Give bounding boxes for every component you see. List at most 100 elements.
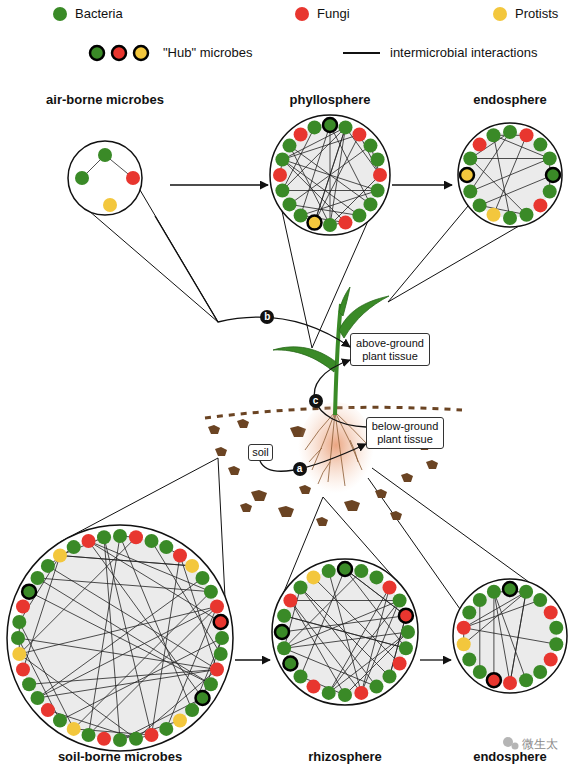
watermark-dot — [503, 737, 513, 747]
interaction-line — [38, 607, 218, 699]
community-disc — [280, 125, 380, 225]
tissue-box: above-ground plant tissue — [350, 333, 430, 366]
interaction-line — [23, 556, 60, 670]
microbe-dot — [457, 637, 471, 651]
microbe-dot — [352, 209, 366, 223]
community-circle: air-borne microbes — [40, 92, 170, 216]
microbe-dot — [503, 211, 517, 225]
soil-particle — [375, 489, 387, 498]
leaf — [339, 287, 350, 316]
soil-particle — [240, 503, 252, 512]
interaction-line — [361, 601, 399, 693]
community-title: soil-borne microbes — [0, 749, 255, 765]
microbe-dot — [322, 564, 336, 578]
interaction-line — [345, 569, 406, 648]
microbe-dot — [16, 600, 30, 614]
hub-dot — [90, 46, 104, 60]
circle-outline — [272, 559, 418, 705]
microbe-dot — [393, 657, 407, 671]
soil-particle — [344, 500, 360, 511]
interaction-line — [284, 648, 376, 686]
legend-text: Bacteria — [75, 6, 123, 22]
interaction-line — [282, 160, 377, 191]
interaction-line — [282, 127, 345, 190]
box-label: above-ground plant tissue — [353, 337, 427, 363]
microbe-dot — [41, 559, 55, 573]
root — [318, 462, 330, 484]
circle-outline — [68, 141, 142, 215]
microbe-dot — [383, 581, 397, 595]
soil-particle — [299, 485, 311, 494]
community-disc — [467, 132, 553, 218]
hub-microbe — [196, 691, 210, 705]
hub-microbe — [487, 673, 501, 687]
hub-microbe — [283, 657, 297, 671]
callout-letter: a — [297, 463, 303, 474]
microbe-dot — [31, 691, 45, 705]
microbe-dot — [145, 728, 159, 742]
hub-sample — [90, 46, 148, 60]
interaction-line — [60, 638, 222, 721]
interaction-line — [480, 205, 527, 214]
microbe-dot — [113, 529, 127, 543]
microbe-dot — [399, 641, 413, 655]
microbe-dot — [383, 670, 397, 684]
microbe-dot — [294, 670, 308, 684]
interaction-line — [345, 569, 406, 616]
community-title: air-borne microbes — [20, 92, 190, 108]
microbe-dot — [173, 714, 187, 728]
interaction-line — [301, 191, 378, 216]
microbe-dot — [473, 593, 487, 607]
circle-outline — [7, 525, 233, 751]
microbe-dot — [533, 138, 547, 152]
microbe-dot — [370, 680, 384, 694]
watermark: 微生太 — [522, 737, 558, 751]
tissue-box: below-ground plant tissue — [366, 417, 444, 449]
interaction-line — [18, 638, 217, 670]
interaction-sample — [343, 52, 380, 54]
interaction-line — [29, 592, 211, 685]
microbe-dot — [82, 728, 96, 742]
microbe-dot — [352, 128, 366, 142]
microbe-dot — [204, 677, 218, 691]
hub-microbe — [308, 216, 322, 230]
interaction-line — [60, 556, 192, 566]
root — [305, 412, 335, 450]
microbe-dot — [519, 673, 533, 687]
microbe-dot — [487, 128, 501, 142]
microbe-dot — [354, 564, 368, 578]
soil-particle — [278, 506, 294, 517]
microbe-dot — [196, 571, 210, 585]
interaction-line — [48, 566, 217, 670]
leaf — [273, 347, 336, 372]
microbe-dot — [67, 722, 81, 736]
root — [309, 448, 322, 462]
interaction-line — [282, 160, 345, 223]
microbe-dot — [53, 549, 67, 563]
interaction-line — [284, 601, 400, 649]
community-circle: soil-borne microbes — [5, 523, 235, 769]
microbe-dot — [364, 197, 378, 211]
microbe-dot — [145, 534, 159, 548]
microbe-dot — [294, 581, 308, 595]
box-label: soil — [252, 446, 269, 459]
microbe-dot — [129, 530, 143, 544]
community-disc — [282, 569, 408, 695]
interaction-line — [120, 536, 192, 710]
legend-swatch — [493, 7, 507, 21]
interaction-line — [166, 607, 217, 729]
microbe-dot — [97, 530, 111, 544]
microbe-dot — [457, 621, 471, 635]
hub-microbe — [338, 562, 352, 576]
zoom-line — [140, 190, 218, 322]
microbe-dot — [533, 665, 547, 679]
microbe-dot — [503, 676, 517, 690]
microbe-dot — [283, 139, 297, 153]
interaction-line — [470, 159, 526, 215]
microbe-dot — [159, 722, 173, 736]
hub-microbe — [214, 615, 228, 629]
interaction-line — [19, 654, 136, 739]
circle-outline — [270, 115, 390, 235]
microbe-dot — [503, 125, 517, 139]
microbe-dot — [473, 665, 487, 679]
